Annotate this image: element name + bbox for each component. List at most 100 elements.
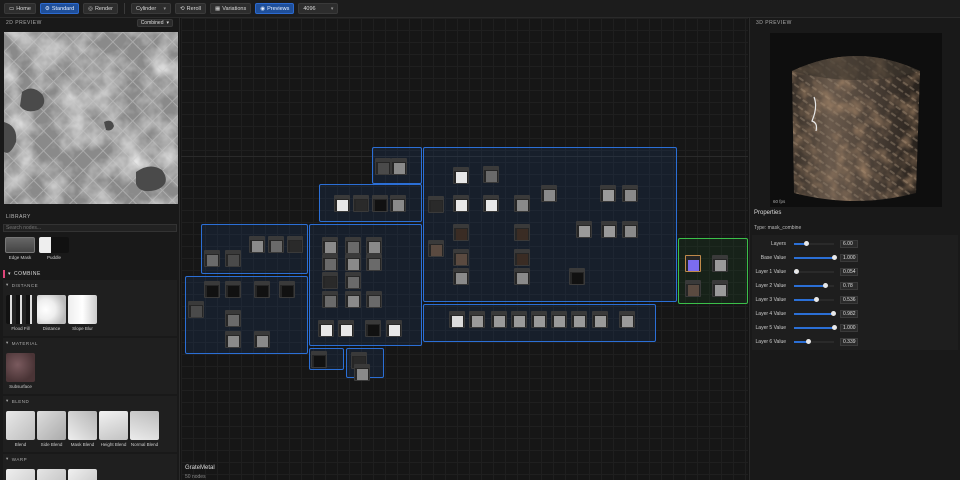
- graph-node[interactable]: [311, 351, 327, 368]
- node-tile-puddle[interactable]: Puddle: [39, 237, 69, 260]
- graph-node[interactable]: [592, 311, 608, 328]
- graph-node[interactable]: [345, 272, 361, 289]
- property-slider[interactable]: [794, 283, 834, 288]
- graph-node[interactable]: [685, 280, 701, 297]
- graph-node[interactable]: [483, 195, 499, 212]
- graph-node[interactable]: [576, 221, 592, 238]
- graph-node[interactable]: [449, 311, 465, 328]
- property-value-input[interactable]: 0.982: [840, 310, 858, 318]
- previews-button[interactable]: ◉Previews: [255, 3, 295, 14]
- property-slider[interactable]: [794, 255, 837, 260]
- graph-node[interactable]: [366, 254, 382, 271]
- graph-node[interactable]: [254, 331, 270, 348]
- node-graph-canvas[interactable]: GrateMetal 50 nodes: [181, 18, 748, 480]
- graph-node[interactable]: [322, 237, 338, 254]
- graph-node[interactable]: [514, 224, 530, 241]
- reroll-button[interactable]: ⟲Reroll: [175, 3, 206, 14]
- graph-node[interactable]: [491, 311, 507, 328]
- graph-node[interactable]: [551, 311, 567, 328]
- graph-node[interactable]: [366, 237, 382, 254]
- library-search-input[interactable]: [3, 224, 177, 232]
- graph-node[interactable]: [345, 237, 361, 254]
- variations-button[interactable]: ▦Variations: [209, 3, 252, 14]
- graph-node[interactable]: [483, 166, 499, 183]
- graph-node[interactable]: [225, 310, 241, 327]
- shape-select[interactable]: Cylinder▾: [131, 3, 171, 14]
- slider-knob[interactable]: [831, 311, 837, 316]
- subcategory-blend[interactable]: ▾BLEND: [6, 398, 29, 404]
- graph-node[interactable]: [366, 291, 382, 308]
- property-slider[interactable]: [794, 311, 837, 316]
- graph-node[interactable]: [712, 280, 728, 297]
- graph-node[interactable]: [600, 185, 616, 202]
- graph-node[interactable]: [287, 236, 303, 253]
- property-value-input[interactable]: 0.78: [840, 282, 858, 290]
- graph-node[interactable]: [469, 311, 485, 328]
- graph-node[interactable]: [353, 195, 369, 212]
- node-tile-normal-blend[interactable]: Normal Blend: [130, 411, 159, 447]
- graph-node[interactable]: [354, 364, 370, 381]
- property-slider[interactable]: [794, 269, 834, 274]
- node-tile-distance[interactable]: Distance: [37, 295, 66, 331]
- graph-node[interactable]: [372, 195, 388, 212]
- graph-node[interactable]: [345, 254, 361, 271]
- node-tile-warp-3[interactable]: [68, 469, 97, 480]
- property-value-input[interactable]: 0.339: [840, 338, 858, 346]
- graph-node[interactable]: [254, 281, 270, 298]
- graph-node[interactable]: [390, 195, 406, 212]
- graph-node[interactable]: [365, 320, 381, 337]
- graph-node[interactable]: [453, 167, 469, 184]
- graph-node[interactable]: [338, 320, 354, 337]
- graph-node[interactable]: [511, 311, 527, 328]
- graph-node[interactable]: [541, 185, 557, 202]
- selected-output-node[interactable]: [685, 255, 701, 272]
- graph-node[interactable]: [712, 255, 728, 272]
- node-tile-blend[interactable]: Blend: [6, 411, 35, 447]
- node-tile-flood-fill[interactable]: Flood Fill: [6, 295, 35, 331]
- node-tile-warp-2[interactable]: [37, 469, 66, 480]
- property-slider[interactable]: [794, 325, 837, 330]
- slider-knob[interactable]: [823, 283, 829, 288]
- node-tile-subsurface[interactable]: Subsurface: [6, 353, 35, 389]
- graph-node[interactable]: [322, 291, 338, 308]
- node-tile-height-blend[interactable]: Height Blend: [99, 411, 128, 447]
- node-tile-warp-1[interactable]: [6, 469, 35, 480]
- graph-node[interactable]: [386, 320, 402, 337]
- graph-node[interactable]: [601, 221, 617, 238]
- property-value-input[interactable]: 6.00: [840, 240, 858, 248]
- slider-knob[interactable]: [805, 339, 811, 344]
- graph-node[interactable]: [188, 301, 204, 318]
- graph-node[interactable]: [204, 281, 220, 298]
- standard-mode-button[interactable]: ⚙Standard: [39, 3, 80, 14]
- graph-node[interactable]: [622, 221, 638, 238]
- node-tile-slope-blur[interactable]: Slope Blur: [68, 295, 97, 331]
- graph-node[interactable]: [514, 268, 530, 285]
- subcategory-material[interactable]: ▾MATERIAL: [6, 340, 38, 346]
- graph-node[interactable]: [225, 331, 241, 348]
- property-slider[interactable]: [794, 297, 834, 302]
- slider-knob[interactable]: [804, 241, 809, 246]
- graph-node[interactable]: [453, 268, 469, 285]
- graph-node[interactable]: [268, 236, 284, 253]
- node-tile-side-blend[interactable]: Side Blend: [37, 411, 66, 447]
- graph-node[interactable]: [249, 236, 265, 253]
- preview-2d-image[interactable]: [4, 32, 178, 204]
- graph-node[interactable]: [619, 311, 635, 328]
- resolution-select[interactable]: 4096▾: [298, 3, 339, 14]
- graph-node[interactable]: [531, 311, 547, 328]
- subcategory-warp[interactable]: ▾WARP: [6, 456, 27, 462]
- slider-knob[interactable]: [832, 325, 837, 330]
- property-value-input[interactable]: 0.054: [840, 268, 858, 276]
- graph-node[interactable]: [204, 250, 220, 267]
- graph-node[interactable]: [334, 195, 350, 212]
- graph-node[interactable]: [453, 224, 469, 241]
- preview-3d-viewport[interactable]: 60 fps: [770, 33, 942, 207]
- slider-knob[interactable]: [832, 255, 837, 260]
- graph-node[interactable]: [318, 320, 334, 337]
- slider-knob[interactable]: [813, 297, 819, 302]
- property-value-input[interactable]: 1.000: [840, 324, 858, 332]
- category-combine[interactable]: ▾ COMBINE: [3, 269, 177, 278]
- graph-node[interactable]: [225, 250, 241, 267]
- property-value-input[interactable]: 0.536: [840, 296, 858, 304]
- graph-node[interactable]: [453, 249, 469, 266]
